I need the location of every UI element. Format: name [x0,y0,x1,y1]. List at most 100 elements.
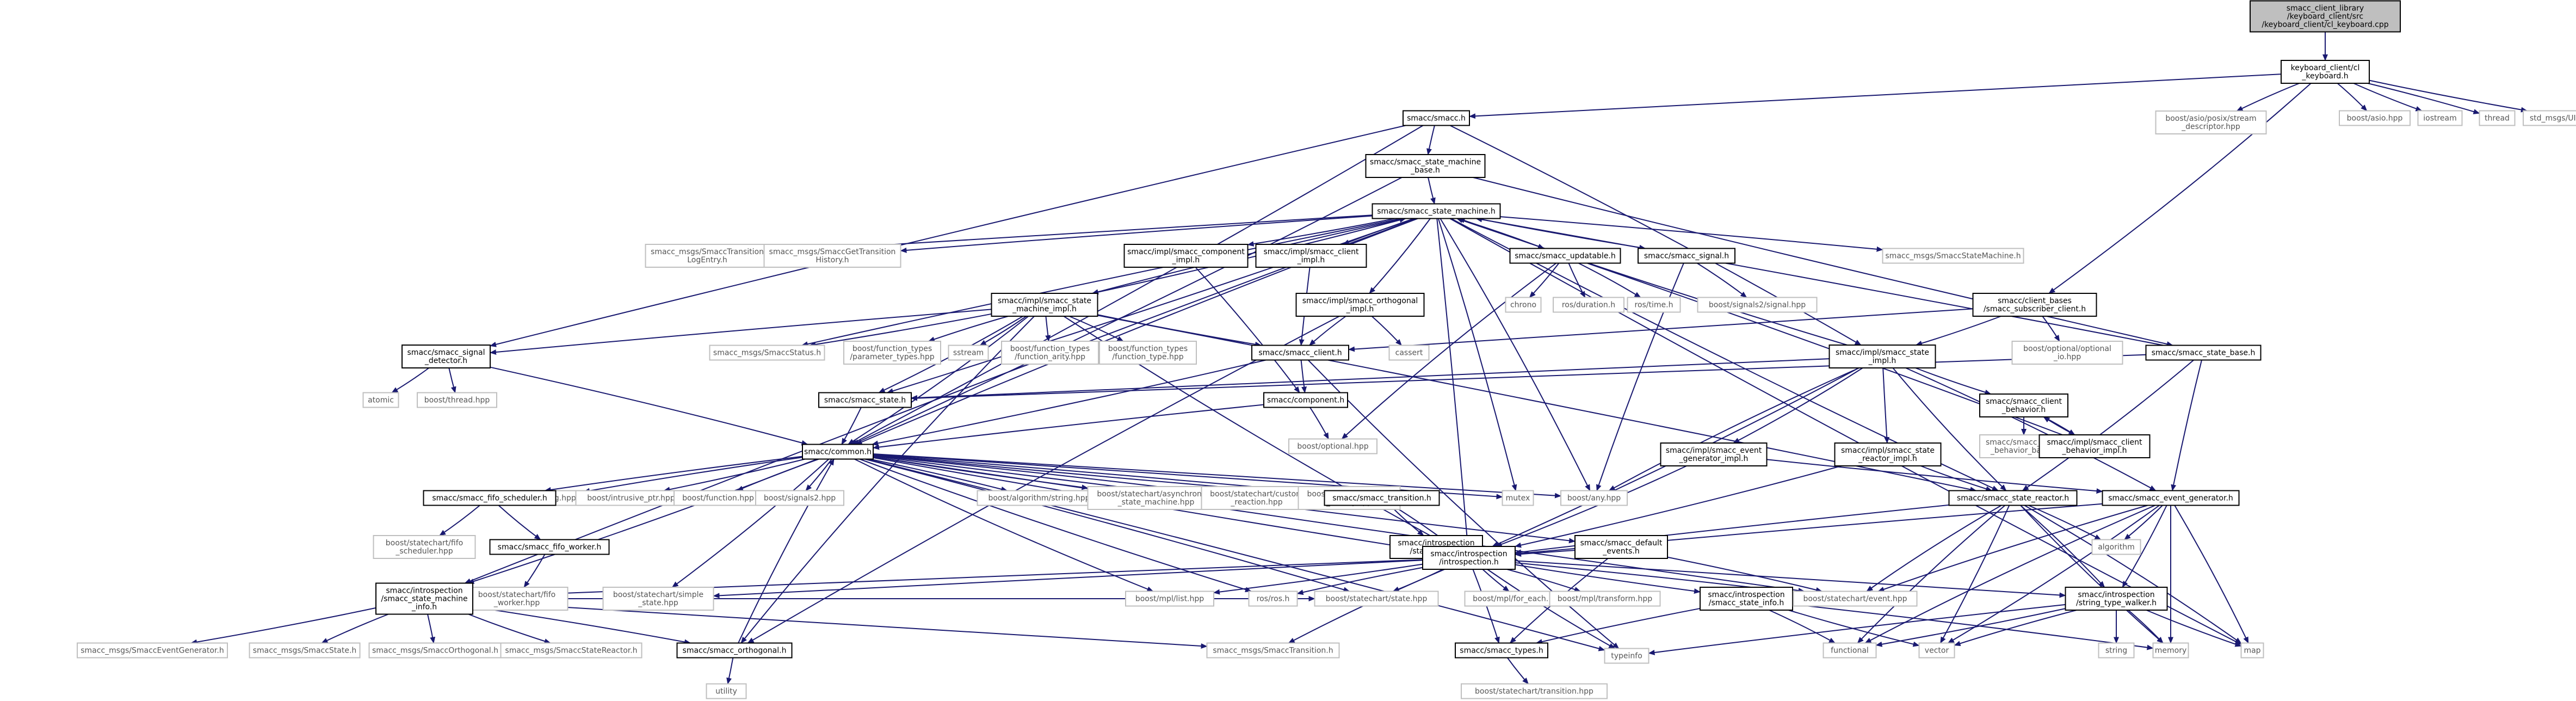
node-box [1882,248,2024,264]
graph-node-orthimpl[interactable]: smacc/impl/smacc_orthogonal_impl.h [1295,293,1425,317]
graph-node-transmsg[interactable]: smacc_msgs/SmaccTransition.h [1206,642,1340,659]
graph-node-memory[interactable]: memory [2152,642,2189,659]
node-box [375,582,473,615]
graph-node-bthread[interactable]: boost/thread.hpp [417,392,497,408]
graph-node-defevents[interactable]: smacc/smacc_default_events.h [1574,535,1668,559]
edge-client-to-component [1300,360,1307,393]
graph-node-state[interactable]: smacc/smacc_state.h [818,392,912,408]
graph-node-optoptional[interactable]: boost/optional/optional_io.hpp [2011,341,2123,365]
node-box [1700,587,1793,611]
node-label: smacc/smacc_default_events.h [1580,539,1663,556]
graph-node-uint16[interactable]: std_msgs/UInt16.h [2523,110,2576,126]
graph-node-compimpl[interactable]: smacc/impl/smacc_component_impl.h [1123,244,1249,268]
graph-node-mpllist[interactable]: boost/mpl/list.hpp [1125,591,1214,607]
graph-node-reactimpl[interactable]: smacc/impl/smacc_state_reactor_impl.h [1834,442,1942,466]
graph-node-rosdur[interactable]: ros/duration.h [1553,297,1624,313]
graph-node-cbehimpl[interactable]: smacc/impl/smacc_client_behavior_impl.h [2038,434,2151,458]
graph-node-typeinfo[interactable]: typeinfo [1604,648,1650,664]
node-label: boost/signals2.hpp [764,494,836,503]
graph-node-asyncsm[interactable]: boost/statechart/asynchronous_state_mach… [1087,486,1225,510]
graph-node-root[interactable]: smacc_client_library/keyboard_client/src… [2250,0,2401,33]
graph-node-evgen[interactable]: smacc/smacc_event_generator.h [2102,490,2240,506]
graph-node-string[interactable]: string [2098,642,2135,659]
graph-node-sstream[interactable]: sstream [948,345,989,361]
graph-node-cbeh[interactable]: smacc/smacc_client_behavior.h [1979,393,2068,417]
graph-node-client[interactable]: smacc/smacc_client.h [1251,345,1349,361]
graph-node-reactmsg[interactable]: smacc_msgs/SmaccStateReactor.h [500,642,643,659]
graph-node-subclient[interactable]: smacc/client_bases/smacc_subscriber_clie… [1972,293,2097,317]
graph-node-optional[interactable]: boost/optional.hpp [1288,438,1377,454]
graph-node-smimpl[interactable]: smacc/impl/smacc_state_machine_impl.h [991,293,1098,317]
graph-node-orthmsg[interactable]: smacc_msgs/SmaccOrthogonal.h [368,642,502,659]
graph-node-algstring[interactable]: boost/algorithm/string.hpp [977,490,1102,506]
graph-node-sctransition[interactable]: boost/statechart/transition.hpp [1461,683,1608,699]
node-box [709,345,825,361]
graph-node-statemsg[interactable]: smacc_msgs/SmaccState.h [249,642,361,659]
graph-node-fifosched[interactable]: smacc/smacc_fifo_scheduler.h [423,490,557,506]
graph-node-status[interactable]: smacc_msgs/SmaccStatus.h [709,345,825,361]
graph-node-vector[interactable]: vector [1918,642,1955,659]
graph-node-stimpl[interactable]: smacc/impl/smacc_state_impl.h [1828,345,1936,368]
graph-node-stbase[interactable]: smacc/smacc_state_base.h [2145,345,2262,361]
graph-node-iostream[interactable]: iostream [2417,110,2463,126]
graph-node-signals2sig[interactable]: boost/signals2/signal.hpp [1697,297,1818,313]
graph-node-evgenmsg[interactable]: smacc_msgs/SmaccEventGenerator.h [77,642,228,659]
graph-node-ftarity[interactable]: boost/function_types/function_arity.hpp [1001,341,1099,365]
graph-node-functional[interactable]: functional [1823,642,1877,659]
graph-node-common[interactable]: smacc/common.h [802,444,874,460]
graph-node-algorithm[interactable]: algorithm [2091,539,2141,555]
graph-node-smbase[interactable]: smacc/smacc_state_machine_base.h [1365,154,1486,178]
graph-node-smmsg[interactable]: smacc_msgs/SmaccStateMachine.h [1882,248,2024,264]
graph-node-atomic[interactable]: atomic [362,392,399,408]
graph-node-posix[interactable]: boost/asio/posix/stream_descriptor.hpp [2155,110,2267,134]
graph-node-mutex[interactable]: mutex [1502,490,1534,506]
graph-node-clientimpl[interactable]: smacc/impl/smacc_client_impl.h [1255,244,1367,268]
graph-node-signal[interactable]: smacc/smacc_signal.h [1638,248,1735,264]
node-label: chrono [1510,301,1536,310]
graph-node-fttype[interactable]: boost/function_types/function_type.hpp [1099,341,1197,365]
graph-node-stinfo[interactable]: smacc/introspection/smacc_state_info.h [1700,587,1793,611]
graph-node-mpltrans[interactable]: boost/mpl/transform.hpp [1549,591,1661,607]
graph-node-introspection[interactable]: smacc/introspection/introspection.h [1422,546,1516,570]
graph-node-intrusive[interactable]: boost/intrusive_ptr.hpp [575,490,687,506]
node-box [1255,244,1367,268]
graph-node-rostime[interactable]: ros/time.h [1627,297,1681,313]
edge-state-to-common [841,407,862,445]
graph-node-map[interactable]: map [2240,642,2264,659]
graph-node-scstate[interactable]: boost/statechart/state.hpp [1314,591,1439,607]
graph-node-scevent[interactable]: boost/statechart/event.hpp [1793,591,1918,607]
graph-node-chrono[interactable]: chrono [1505,297,1542,313]
graph-node-ftparam[interactable]: boost/function_types/parameter_types.hpp [843,341,941,365]
graph-node-thread[interactable]: thread [2479,110,2516,126]
graph-node-customreact[interactable]: boost/statechart/custom_reaction.hpp [1201,486,1313,510]
graph-node-component[interactable]: smacc/component.h [1263,392,1348,408]
graph-node-sm[interactable]: smacc/smacc_state_machine.h [1372,203,1501,219]
graph-node-walker[interactable]: smacc/introspection/string_type_walker.h [2065,587,2168,611]
graph-node-evgenimpl[interactable]: smacc/impl/smacc_event_generator_impl.h [1660,442,1768,466]
graph-node-fifosch[interactable]: boost/statechart/fifo_scheduler.hpp [373,535,476,559]
graph-node-kb[interactable]: keyboard_client/cl_keyboard.h [2281,60,2370,84]
graph-node-transition[interactable]: smacc/smacc_transition.h [1324,490,1440,506]
graph-node-types[interactable]: smacc/smacc_types.h [1455,642,1548,659]
edge-siminfo-to-evgenmsg [190,607,376,645]
graph-node-siminfo[interactable]: smacc/introspection/smacc_state_machine_… [375,582,473,615]
graph-node-reactor[interactable]: smacc/smacc_state_reactor.h [1948,490,2078,506]
graph-node-cassert[interactable]: cassert [1388,345,1430,361]
graph-node-any[interactable]: boost/any.hpp [1560,490,1628,506]
graph-node-orth[interactable]: smacc/smacc_orthogonal.h [676,642,793,659]
graph-node-updatable[interactable]: smacc/smacc_updatable.h [1509,248,1621,264]
graph-node-bfunction[interactable]: boost/function.hpp [674,490,763,506]
graph-node-signals2[interactable]: boost/signals2.hpp [755,490,844,506]
graph-node-simplestate[interactable]: boost/statechart/simple_state.hpp [602,587,714,611]
node-box [1553,297,1624,313]
graph-node-smacc[interactable]: smacc/smacc.h [1403,110,1470,126]
graph-node-rosh[interactable]: ros/ros.h [1248,591,1298,607]
graph-node-utility[interactable]: utility [706,683,747,699]
graph-node-fifowork[interactable]: boost/statechart/fifo_worker.hpp [465,587,569,611]
edge-reactor-to-memory [2020,505,2164,644]
graph-node-asio[interactable]: boost/asio.hpp [2339,110,2411,126]
graph-node-sigdet[interactable]: smacc/smacc_signal_detector.h [401,345,491,368]
graph-node-fifoworker[interactable]: smacc/smacc_fifo_worker.h [489,539,610,555]
